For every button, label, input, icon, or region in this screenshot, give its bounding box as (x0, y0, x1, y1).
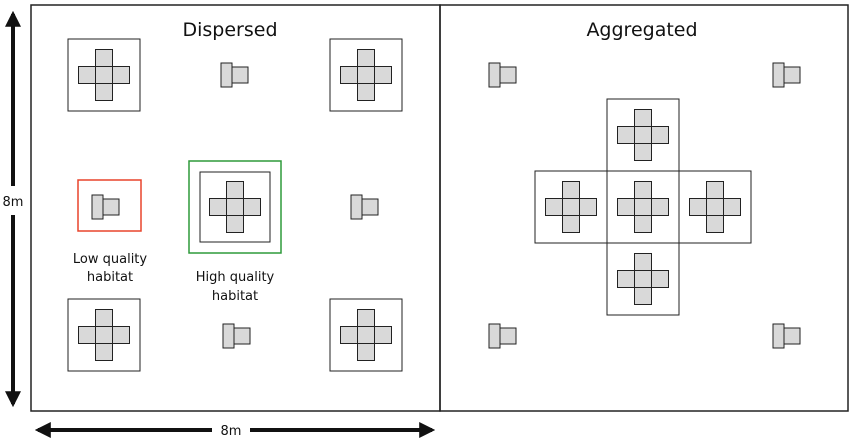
small-block (783, 327, 801, 345)
cross-block (617, 270, 635, 288)
cross-block (78, 66, 96, 84)
cross-block (634, 126, 652, 144)
cross-block (357, 326, 375, 344)
cross-block (374, 66, 392, 84)
small-block (231, 66, 249, 84)
cross-block (95, 309, 113, 327)
high-quality-label-line1: High quality (196, 270, 275, 285)
cross-block (340, 326, 358, 344)
cross-block (357, 343, 375, 361)
cross-block (651, 198, 669, 216)
cross-block (706, 198, 724, 216)
cross-block (112, 326, 130, 344)
cross-block (374, 326, 392, 344)
patch-frame (67, 298, 141, 372)
small-block (350, 194, 363, 220)
cross-block (95, 49, 113, 67)
cross-block (562, 181, 580, 199)
small-block (222, 323, 235, 349)
small-block (233, 327, 251, 345)
cross-block (706, 215, 724, 233)
aggregated-panel (439, 4, 849, 412)
small-block (499, 66, 517, 84)
small-block (499, 327, 517, 345)
cross-block (243, 198, 261, 216)
small-block (488, 62, 501, 88)
cross-block (634, 270, 652, 288)
small-block (783, 66, 801, 84)
cross-block (634, 215, 652, 233)
small-block (488, 323, 501, 349)
cross-block (340, 66, 358, 84)
cross-block (651, 126, 669, 144)
vertical-scale-label: 8m (3, 195, 24, 210)
cross-block (634, 198, 652, 216)
cross-block (78, 326, 96, 344)
small-block (361, 198, 379, 216)
cross-block (617, 126, 635, 144)
cross-block (634, 287, 652, 305)
low-quality-label-line2: habitat (87, 270, 133, 285)
low-quality-outline (77, 179, 142, 232)
cross-block (706, 181, 724, 199)
cross-block (634, 181, 652, 199)
cross-block (95, 343, 113, 361)
habitat-patches (67, 38, 801, 372)
cross-block (617, 198, 635, 216)
patch-frame (329, 38, 403, 112)
cross-block (689, 198, 707, 216)
cross-block (545, 198, 563, 216)
low-quality-label-line1: Low quality (73, 252, 148, 267)
cross-block (226, 215, 244, 233)
cross-block (357, 49, 375, 67)
cross-block (112, 66, 130, 84)
patch-frame (606, 242, 680, 316)
cross-block (651, 270, 669, 288)
cross-block (634, 109, 652, 127)
cross-block (209, 198, 227, 216)
cross-block (226, 198, 244, 216)
cross-block (95, 83, 113, 101)
small-block (102, 198, 120, 216)
cross-block (634, 253, 652, 271)
high-quality-label-line2: habitat (212, 289, 258, 304)
horizontal-scale-label: 8m (221, 424, 242, 439)
cross-block (562, 198, 580, 216)
small-block (772, 323, 785, 349)
patch-frame (678, 170, 752, 244)
dispersed-title: Dispersed (182, 19, 277, 41)
aggregated-title: Aggregated (586, 19, 697, 41)
cross-block (95, 66, 113, 84)
small-block (91, 194, 104, 220)
cross-block (562, 215, 580, 233)
cross-block (226, 181, 244, 199)
cross-block (357, 83, 375, 101)
patch-frame (329, 298, 403, 372)
cross-block (634, 143, 652, 161)
patch-frame (67, 38, 141, 112)
small-block (772, 62, 785, 88)
cross-block (579, 198, 597, 216)
cross-block (95, 326, 113, 344)
cross-block (357, 66, 375, 84)
high-quality-outline (188, 160, 282, 254)
cross-block (357, 309, 375, 327)
patch-frame (199, 171, 271, 243)
small-block (220, 62, 233, 88)
cross-block (723, 198, 741, 216)
